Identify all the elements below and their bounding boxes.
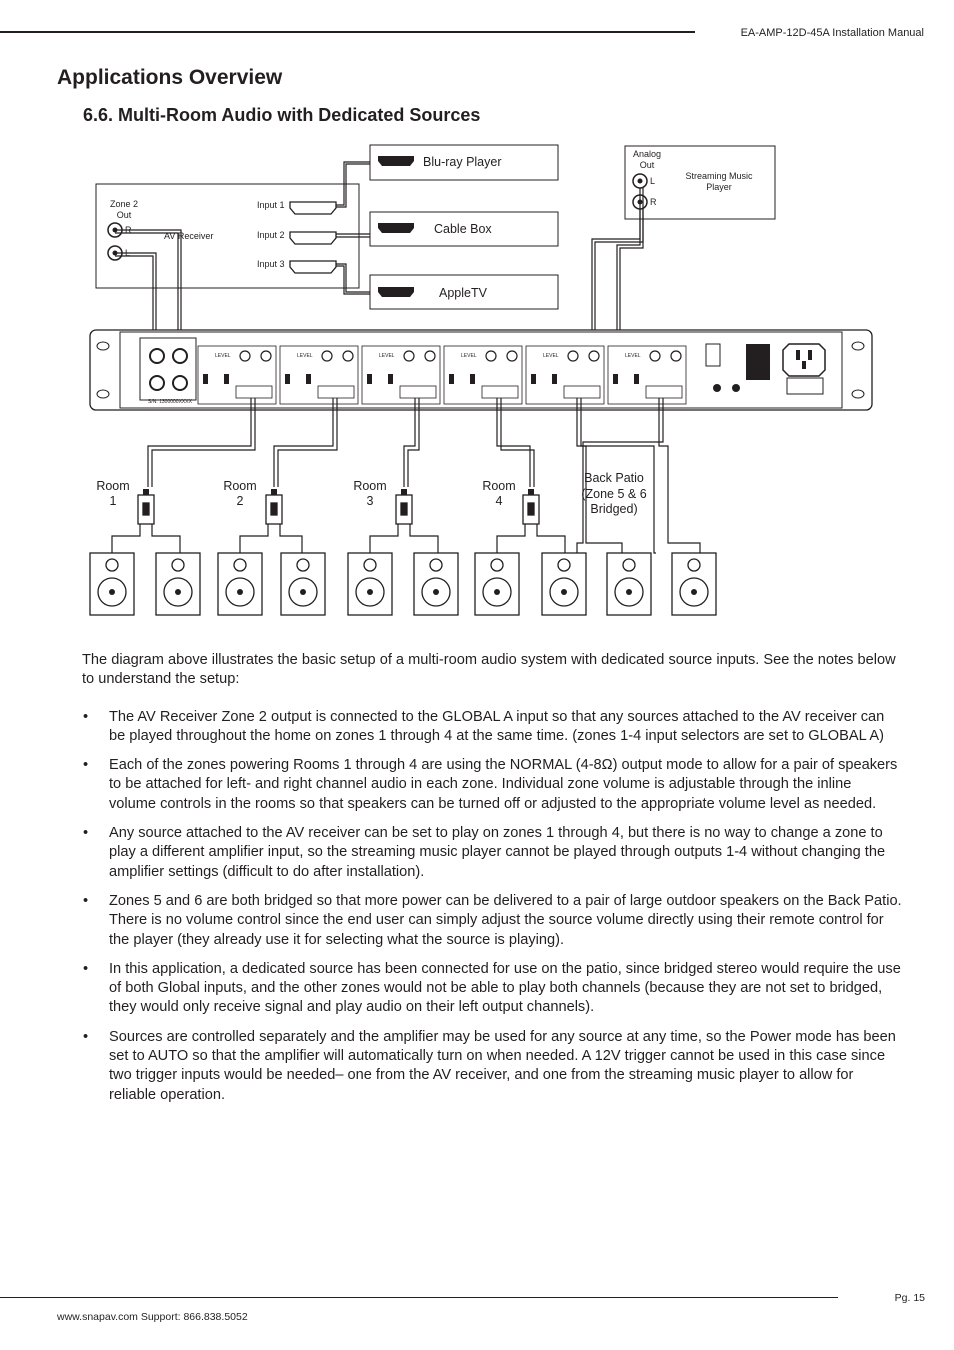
bullet: • <box>83 960 89 977</box>
av-receiver-label: AV Receiver <box>164 231 213 241</box>
list-item: •The AV Receiver Zone 2 output is connec… <box>83 708 885 744</box>
notes-list: •The AV Receiver Zone 2 output is connec… <box>82 708 902 1105</box>
serial-label: S/N: 1300000XXXX <box>148 399 193 405</box>
bullet: • <box>83 708 89 725</box>
svg-text:LEVEL: LEVEL <box>215 353 231 359</box>
rack-hole-icon <box>96 341 110 351</box>
hdmi-port-icon <box>289 201 337 274</box>
rack-hole-icon <box>96 389 110 399</box>
input-2-label: Input 2 <box>257 230 285 240</box>
list-item: •Zones 5 and 6 are both bridged so that … <box>83 892 902 948</box>
page-number: Pg. 15 <box>894 1292 925 1304</box>
bullet: • <box>83 892 89 909</box>
list-item: •Sources are controlled separately and t… <box>83 1028 896 1103</box>
list-item: •Each of the zones powering Rooms 1 thro… <box>83 757 898 812</box>
manual-title: EA-AMP-12D-45A Installation Manual <box>740 27 924 39</box>
speaker-icon <box>89 552 717 616</box>
stream-r-label: R <box>650 197 657 207</box>
bluray-label: Blu-ray Player <box>423 155 502 169</box>
svg-text:LEVEL: LEVEL <box>297 353 313 359</box>
body-text: The diagram above illustrates the basic … <box>82 651 902 1115</box>
footer-rule <box>0 1297 838 1298</box>
list-item: •Any source attached to the AV receiver … <box>83 825 886 880</box>
rack-hole-icon <box>851 341 865 351</box>
bullet: • <box>83 825 89 842</box>
footer-contact: www.snapav.com Support: 866.838.5052 <box>57 1311 248 1323</box>
amplifier-rear-panel: S/N: 1300000XXXX LEVEL LEVEL LEVEL LEVEL LE… <box>89 329 873 411</box>
svg-text:LEVEL: LEVEL <box>625 353 641 359</box>
section-title: 6.6. Multi-Room Audio with Dedicated Sou… <box>83 105 481 125</box>
list-item: •In this application, a dedicated source… <box>83 960 901 1016</box>
svg-text:LEVEL: LEVEL <box>379 353 395 359</box>
intro-paragraph: The diagram above illustrates the basic … <box>82 652 896 688</box>
svg-text:LEVEL: LEVEL <box>543 353 559 359</box>
rack-hole-icon <box>851 389 865 399</box>
bullet: • <box>83 1028 89 1045</box>
svg-text:LEVEL: LEVEL <box>461 353 477 359</box>
appletv-label: AppleTV <box>439 286 488 300</box>
cablebox-label: Cable Box <box>434 222 492 236</box>
hdmi-source-icon <box>378 156 414 297</box>
volume-control-icon <box>137 494 540 525</box>
zone-modules <box>197 345 687 405</box>
input-3-label: Input 3 <box>257 259 285 269</box>
page-title: Applications Overview <box>57 66 283 89</box>
header-rule <box>0 31 695 33</box>
streaming-box <box>624 145 776 220</box>
bullet: • <box>83 757 89 774</box>
input-1-label: Input 1 <box>257 200 285 210</box>
stream-l-label: L <box>650 176 655 186</box>
